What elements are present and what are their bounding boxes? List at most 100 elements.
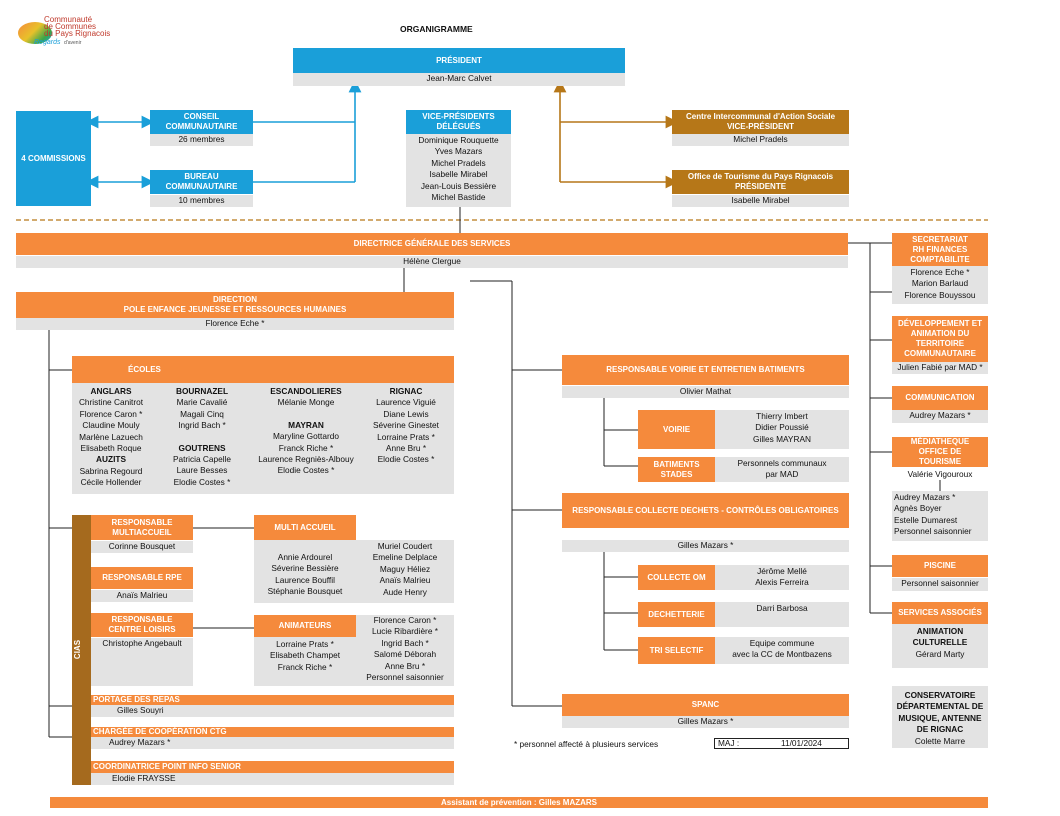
- staff-name: Jérôme Mellé: [757, 566, 807, 576]
- resp-rpe-header: RESPONSABLE RPE: [91, 567, 193, 589]
- media-header: MÉDIATHEQUE OFFICE DE TOURISME: [892, 437, 988, 467]
- staff-name: Gilles MAYRAN: [753, 433, 811, 444]
- resp-loisirs-name: Christophe Angebault: [91, 638, 193, 686]
- conseil-members: 26 membres: [150, 134, 253, 146]
- page-title: ORGANIGRAMME: [400, 24, 473, 34]
- staff-name: Marion Barlaud: [911, 278, 969, 289]
- staff-name: Franck Riche *: [277, 661, 333, 672]
- assoc-conserv: CONSERVATOIRE DÉPARTEMENTAL DE MUSIQUE, …: [892, 686, 988, 748]
- piscine-header: PISCINE: [892, 555, 988, 577]
- collecte-names: Jérôme Mellé Alexis Ferreira: [715, 565, 849, 590]
- footnote: * personnel affecté à plusieurs services: [514, 739, 659, 749]
- voirie-header: VOIRIE: [638, 410, 715, 449]
- vp-name: Yves Mazars: [434, 146, 483, 157]
- assoc-anim-title: ANIMATION CULTURELLE: [912, 626, 968, 648]
- staff-name: Darri Barbosa: [756, 603, 808, 613]
- staff-name: Laure Besses: [176, 465, 228, 476]
- voirie-resp-name: Olivier Mathat: [562, 386, 849, 398]
- staff-name: Sabrina Regourd: [79, 465, 143, 476]
- decheterie-names: Darri Barbosa: [715, 602, 849, 627]
- staff-name: Laurence Regniès-Albouy: [258, 454, 354, 465]
- direction-title1: DIRECTION: [213, 295, 257, 304]
- staff-name: Florence Caron *: [373, 615, 437, 625]
- resp-multi-name: Corinne Bousquet: [91, 541, 193, 553]
- ot-header: Office de Tourisme du Pays Rignacois PRÉ…: [672, 170, 849, 194]
- staff-name: Personnel saisonnier: [901, 578, 979, 588]
- multi-body: [254, 540, 454, 603]
- batiments-names: Personnels communaux par MAD: [715, 457, 849, 482]
- staff-name: Anaïs Malrieu: [379, 575, 431, 586]
- commissions-box: 4 COMMISSIONS: [16, 111, 91, 206]
- vp-name: Michel Pradels: [431, 157, 486, 168]
- staff-name: Laurence Bouffil: [275, 574, 335, 585]
- ot-name: Isabelle Mirabel: [672, 195, 849, 207]
- resp-multi-header: RESPONSABLE MULTIACCUEIL: [91, 515, 193, 540]
- logo-line2: de Communes: [44, 22, 97, 31]
- school-name: GOUTRENS: [178, 442, 226, 453]
- staff-name: Thierry Imbert: [756, 411, 808, 421]
- assoc-anim: ANIMATION CULTURELLE Gérard Marty: [892, 624, 988, 668]
- staff-name: Claudine Mouly: [82, 420, 140, 431]
- vp-name: Dominique Rouquette: [418, 135, 499, 145]
- assoc-anim-name: Gérard Marty: [915, 648, 965, 659]
- staff-name: Estelle Dumarest: [894, 514, 958, 525]
- staff-name: Lorraine Prats *: [377, 431, 435, 442]
- staff-name: Salomé Déborah: [373, 649, 437, 660]
- staff-name: Audrey Mazars *: [894, 492, 956, 502]
- logo-line1: Communauté: [44, 15, 93, 24]
- assoc-header: SERVICES ASSOCIÉS: [892, 602, 988, 624]
- vp-name: Isabelle Mirabel: [429, 169, 488, 180]
- resp-loisirs-header: RESPONSABLE CENTRE LOISIRS: [91, 613, 193, 637]
- vp-header: VICE-PRÉSIDENTS DÉLÉGUÉS: [406, 110, 511, 134]
- staff-name: Lucie Ribardière *: [372, 626, 438, 637]
- direction-title2: POLE ENFANCE JEUNESSE ET RESSOURCES HUMA…: [123, 305, 347, 314]
- staff-name: Marlène Lazuech: [79, 431, 143, 442]
- staff-name: Muriel Coudert: [377, 541, 433, 551]
- decheterie-header: DECHETTERIE: [638, 602, 715, 627]
- comm-names: Audrey Mazars *: [892, 410, 988, 423]
- staff-name: Patricia Capelle: [172, 454, 232, 465]
- dev-header: DÉVELOPPEMENT ET ANIMATION DU TERRITOIRE…: [892, 316, 988, 362]
- school-name: ESCANDOLIERES: [270, 386, 342, 396]
- direction-header: DIRECTION POLE ENFANCE JEUNESSE ET RESSO…: [16, 292, 454, 318]
- maj-label: MAJ :: [718, 738, 740, 748]
- staff-name: Personnel saisonnier: [894, 526, 972, 537]
- school-escandolieres: ESCANDOLIERES Mélanie Monge MAYRAN Maryl…: [252, 386, 360, 477]
- ctg-name: Audrey Mazars *: [91, 737, 454, 749]
- comm-header: COMMUNICATION: [892, 386, 988, 410]
- school-name: ANGLARS: [90, 386, 132, 396]
- staff-name: Julien Fabié par MAD *: [897, 362, 983, 372]
- staff-name: Marie Cavalié: [176, 397, 228, 408]
- media-names: Audrey Mazars * Agnès Boyer Estelle Duma…: [892, 491, 988, 541]
- school-name: MAYRAN: [288, 419, 324, 430]
- cias-bar: CIAS: [72, 515, 91, 785]
- staff-name: Equipe commune: [749, 638, 815, 648]
- dechets-resp-name: Gilles Mazars *: [562, 540, 849, 552]
- logo-tagline: Regards: [34, 39, 61, 46]
- conseil-header: CONSEIL COMMUNAUTAIRE: [150, 110, 253, 134]
- staff-name: Aude Henry: [383, 586, 427, 597]
- bureau-header: BUREAU COMMUNAUTAIRE: [150, 170, 253, 194]
- vp-name: Michel Bastide: [431, 192, 486, 203]
- staff-name: Magali Cinq: [180, 408, 224, 419]
- staff-name: Laurence Viguié: [376, 397, 436, 408]
- staff-name: Ingrid Bach *: [381, 637, 429, 648]
- staff-name: Maguy Héliez: [379, 563, 431, 574]
- staff-name: Séverine Bessière: [271, 563, 339, 574]
- tri-header: TRI SELECTIF: [638, 637, 715, 664]
- staff-name: par MAD: [765, 469, 799, 480]
- batiments-header: BATIMENTS STADES: [638, 457, 715, 482]
- school-anglars: ANGLARS Christine Canitrot Florence Caro…: [72, 386, 150, 489]
- logo-mark: [18, 22, 52, 44]
- maj-date: 11/01/2024: [781, 738, 822, 748]
- staff-name: Christine Canitrot: [78, 397, 144, 408]
- staff-name: Audrey Mazars *: [909, 410, 971, 420]
- staff-name: Personnels communaux: [737, 458, 827, 468]
- resp-rpe-name: Anaïs Malrieu: [91, 590, 193, 602]
- school-name: BOURNAZEL: [175, 386, 229, 396]
- anim-header: ANIMATEURS: [254, 615, 356, 637]
- staff-name: Elodie Costes *: [277, 465, 335, 476]
- portage-name: Gilles Souyri: [91, 705, 454, 717]
- staff-name: Didier Poussié: [755, 422, 809, 433]
- staff-name: Florence Caron *: [79, 408, 143, 419]
